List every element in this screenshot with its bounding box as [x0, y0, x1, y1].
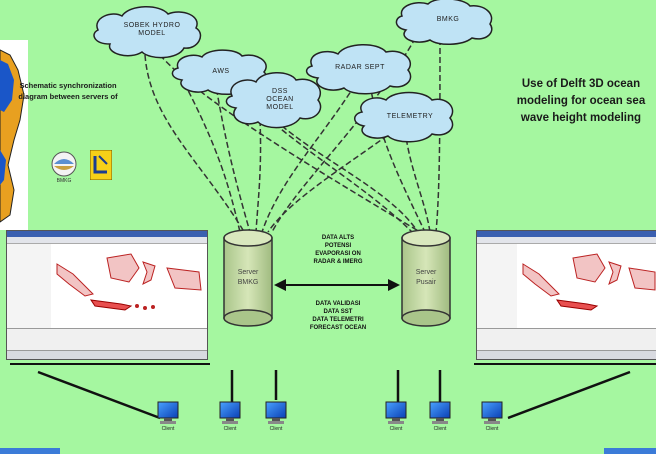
client-label: Client [485, 426, 499, 432]
server-right-label: Server Pusair [415, 269, 437, 286]
cloud-label-radar: RADAR SEPT [335, 64, 385, 71]
client-label: Client [223, 426, 237, 432]
cloud-bmkg [395, 0, 493, 45]
client-label: Client [433, 426, 447, 432]
server-left-cylinder [223, 229, 273, 327]
cloud-label-dss: DSS OCEAN MODEL [266, 88, 294, 111]
cloud-radar [305, 44, 412, 95]
svg-text:BMKG: BMKG [57, 178, 72, 184]
left-caption: Schematic synchronization diagram betwee… [18, 81, 118, 101]
server-left-label: Server BMKG [237, 269, 259, 286]
bottom-left-tab [0, 448, 60, 454]
right-caption: Use of Delft 3D ocean modeling for ocean… [516, 78, 646, 124]
lan-links [37, 370, 631, 420]
sync-arrow [274, 279, 400, 291]
client-label: Client [161, 426, 175, 432]
server-right-cylinder [401, 229, 451, 327]
cloud-telemetry [354, 91, 454, 143]
right-app-screenshot [476, 230, 656, 360]
bmkg-logo: BMKG [50, 150, 78, 184]
exchange-bottom-text: DATA VALIDASI DATA SST DATA TELEMETRI FO… [309, 301, 367, 331]
client-label: Client [269, 426, 283, 432]
cloud-label-telemetry: TELEMETRY [386, 113, 434, 120]
client-label: Client [389, 426, 403, 432]
bottom-right-tab [604, 448, 656, 454]
pu-logo [89, 149, 113, 181]
cloud-sobek [93, 6, 202, 59]
cloud-label-sobek: SOBEK HYDRO MODEL [123, 22, 181, 37]
client-pcs [157, 401, 503, 424]
indonesia-map-fragment [0, 40, 28, 230]
left-app-screenshot [6, 230, 208, 360]
cloud-label-aws: AWS [212, 68, 230, 75]
cloud-dss [225, 72, 322, 129]
exchange-top-text: DATA ALTS POTENSI EVAPORASI ON RADAR & I… [313, 235, 363, 265]
data-links [144, 29, 441, 233]
cloud-label-bmkg: BMKG [436, 16, 460, 23]
